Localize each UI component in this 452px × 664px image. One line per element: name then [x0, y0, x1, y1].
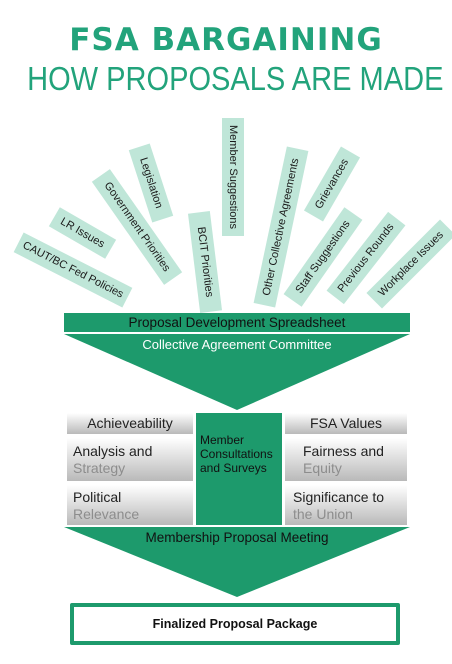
final-package-box: Finalized Proposal Package — [70, 603, 400, 645]
source-tag-government: Government Priorities — [91, 169, 183, 285]
final-package-label: Finalized Proposal Package — [152, 617, 318, 631]
criteria-fairness: Fairness and Equity — [285, 438, 407, 481]
committee-funnel — [64, 334, 410, 410]
title-line-1: FSA BARGAINING — [69, 22, 383, 58]
meeting-label: Membership Proposal Meeting — [145, 530, 329, 545]
criteria-significance-line1: Significance to — [293, 489, 385, 505]
criteria-fairness-line2: Equity — [303, 460, 342, 476]
title-line-2: HOW PROPOSALS ARE MADE — [27, 60, 444, 97]
source-tag-grievances: Grievances — [303, 146, 361, 222]
spreadsheet-bar: Proposal Development Spreadsheet — [64, 313, 410, 332]
member-consultations-box: Member Consultations and Surveys — [196, 413, 282, 525]
criteria-analysis-line2: Strategy — [73, 460, 126, 476]
criteria-political-line2: Relevance — [73, 506, 140, 522]
criteria-political-line1: Political — [73, 489, 122, 505]
criteria-fsa-values: FSA Values — [285, 413, 407, 434]
member-consultations-label: Member Consultations and Surveys — [200, 433, 273, 475]
source-tag-caut: CAUT/BC Fed Policies — [13, 232, 133, 308]
criteria-achieveability: Achieveability — [67, 413, 193, 434]
criteria-achieveability-label: Achieveability — [87, 415, 173, 431]
criteria-political: Political Relevance — [67, 485, 193, 525]
criteria-analysis-line1: Analysis and — [73, 443, 153, 459]
criteria-significance-line2: the Union — [293, 506, 353, 522]
criteria-analysis: Analysis and Strategy — [67, 438, 193, 481]
source-tag-bcit: BCIT Priorities — [187, 211, 223, 313]
criteria-fsa-values-label: FSA Values — [309, 415, 383, 431]
source-tag-member-suggestions: Member Suggestions — [222, 118, 244, 236]
meeting-funnel — [64, 527, 410, 597]
spreadsheet-label: Proposal Development Spreadsheet — [128, 315, 346, 330]
criteria-significance: Significance to the Union — [285, 485, 407, 525]
criteria-fairness-line1: Fairness and — [303, 443, 384, 459]
committee-label: Collective Agreement Committee — [142, 337, 332, 352]
